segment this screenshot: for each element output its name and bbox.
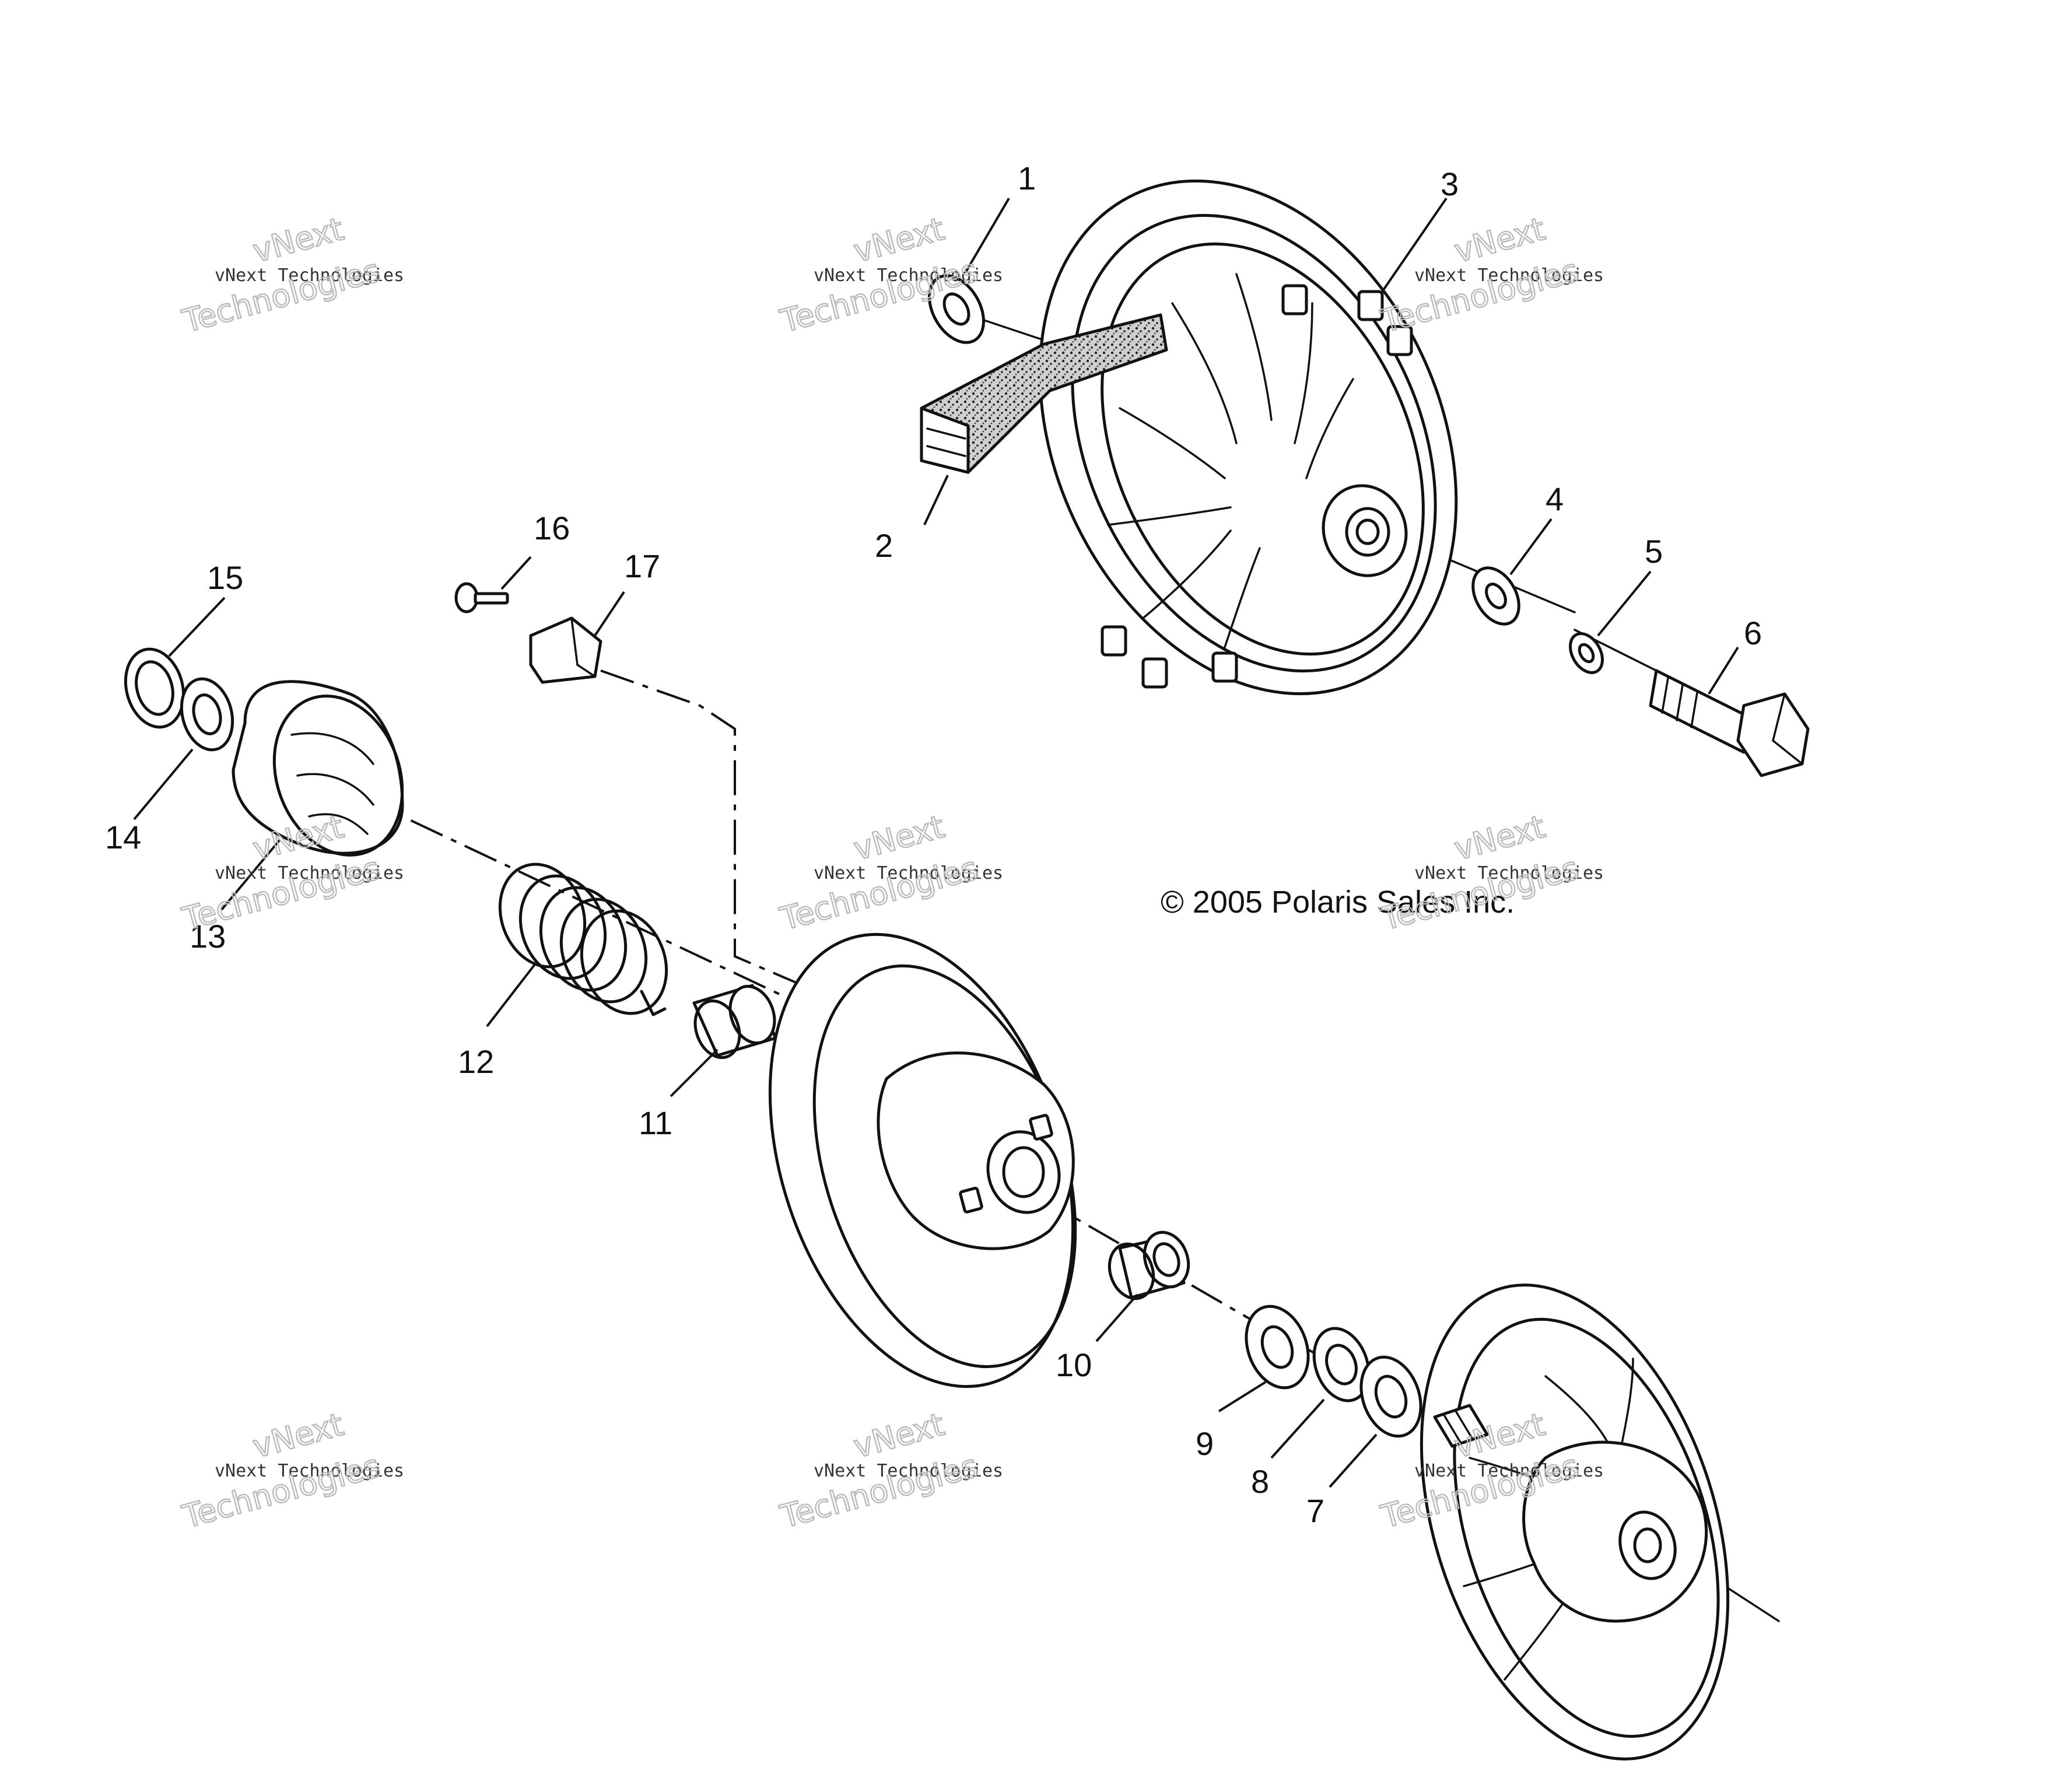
spring-part-12 <box>498 862 668 1016</box>
copyright-notice: © 2005 Polaris Sales Inc. <box>1161 885 1515 920</box>
watermark-vnext-technologies: vNext Technologies <box>814 1461 1003 1481</box>
helix-cam-part-13 <box>232 680 404 857</box>
washer-part-9 <box>1245 1304 1310 1390</box>
washer-part-4 <box>1471 566 1520 626</box>
spacer-part-10 <box>1108 1230 1190 1300</box>
watermark-vnext-technologies: vNext Technologies <box>215 1461 404 1481</box>
callout-leader-lines <box>133 197 1739 1488</box>
watermark-vnext-technologies: vNext Technologies <box>1414 1461 1604 1481</box>
watermark-vnext: vNext <box>850 1406 948 1465</box>
bolt-part-6 <box>1649 669 1810 777</box>
washer-part-1 <box>928 274 985 344</box>
watermark-tile-7: vNext vNext Technologies Technologies <box>178 1405 404 1536</box>
part-number-labels: 1 2 3 4 5 6 7 8 9 10 11 12 13 14 15 16 1… <box>105 160 1762 1529</box>
retaining-ring-part-15 <box>124 647 185 729</box>
watermark-vnext-technologies: vNext Technologies <box>1414 265 1604 286</box>
watermark-vnext: vNext <box>1450 808 1549 868</box>
bushing-part-11 <box>692 984 777 1060</box>
part-label-11: 11 <box>639 1104 672 1141</box>
part-label-6: 6 <box>1744 615 1762 651</box>
screw-part-16 <box>454 582 509 613</box>
washer-part-14 <box>180 677 234 752</box>
watermark-vnext: vNext <box>1450 211 1549 270</box>
part-label-13: 13 <box>190 918 226 955</box>
part-label-2: 2 <box>875 527 893 564</box>
part-label-7: 7 <box>1306 1492 1324 1529</box>
washer-part-8 <box>1312 1327 1371 1402</box>
watermark-vnext: vNext <box>850 808 948 868</box>
part-label-12: 12 <box>458 1043 494 1080</box>
watermark-vnext-technologies: vNext Technologies <box>814 265 1003 286</box>
watermark-vnext: vNext <box>249 211 348 270</box>
part-label-5: 5 <box>1645 533 1663 570</box>
watermark-vnext-technologies: vNext Technologies <box>1414 863 1604 883</box>
watermark-vnext-technologies: vNext Technologies <box>215 265 404 286</box>
drive-belt-part-2 <box>920 313 1168 474</box>
lock-washer-part-5 <box>1569 632 1604 674</box>
fixed-driven-sheave <box>1420 1283 1730 1761</box>
watermark-vnext: vNext <box>850 211 948 270</box>
part-label-8: 8 <box>1251 1463 1269 1500</box>
drive-clutch-sheave-part-3 <box>1038 179 1458 696</box>
part-label-16: 16 <box>534 510 570 546</box>
part-label-3: 3 <box>1441 166 1459 202</box>
button-part-17 <box>529 616 602 684</box>
part-label-17: 17 <box>624 548 660 584</box>
part-label-9: 9 <box>1196 1425 1214 1462</box>
part-label-15: 15 <box>207 559 243 596</box>
watermark-tile-5: vNext vNext Technologies Technologies <box>776 808 1003 938</box>
washer-part-7 <box>1359 1355 1422 1438</box>
watermark-tile-3: vNext vNext Technologies Technologies <box>1376 210 1604 341</box>
watermark-vnext-technologies: vNext Technologies <box>814 863 1003 883</box>
driven-clutch-sheave <box>768 932 1077 1388</box>
part-label-10: 10 <box>1056 1346 1092 1383</box>
part-label-14: 14 <box>105 819 141 855</box>
part-label-1: 1 <box>1018 160 1036 197</box>
watermark-tile-8: vNext vNext Technologies Technologies <box>776 1405 1003 1536</box>
watermark-vnext: vNext <box>249 1406 348 1465</box>
part-label-4: 4 <box>1546 481 1564 517</box>
watermark-vnext-technologies: vNext Technologies <box>215 863 404 883</box>
watermark-tile-1: vNext vNext Technologies Technologies <box>178 210 404 341</box>
